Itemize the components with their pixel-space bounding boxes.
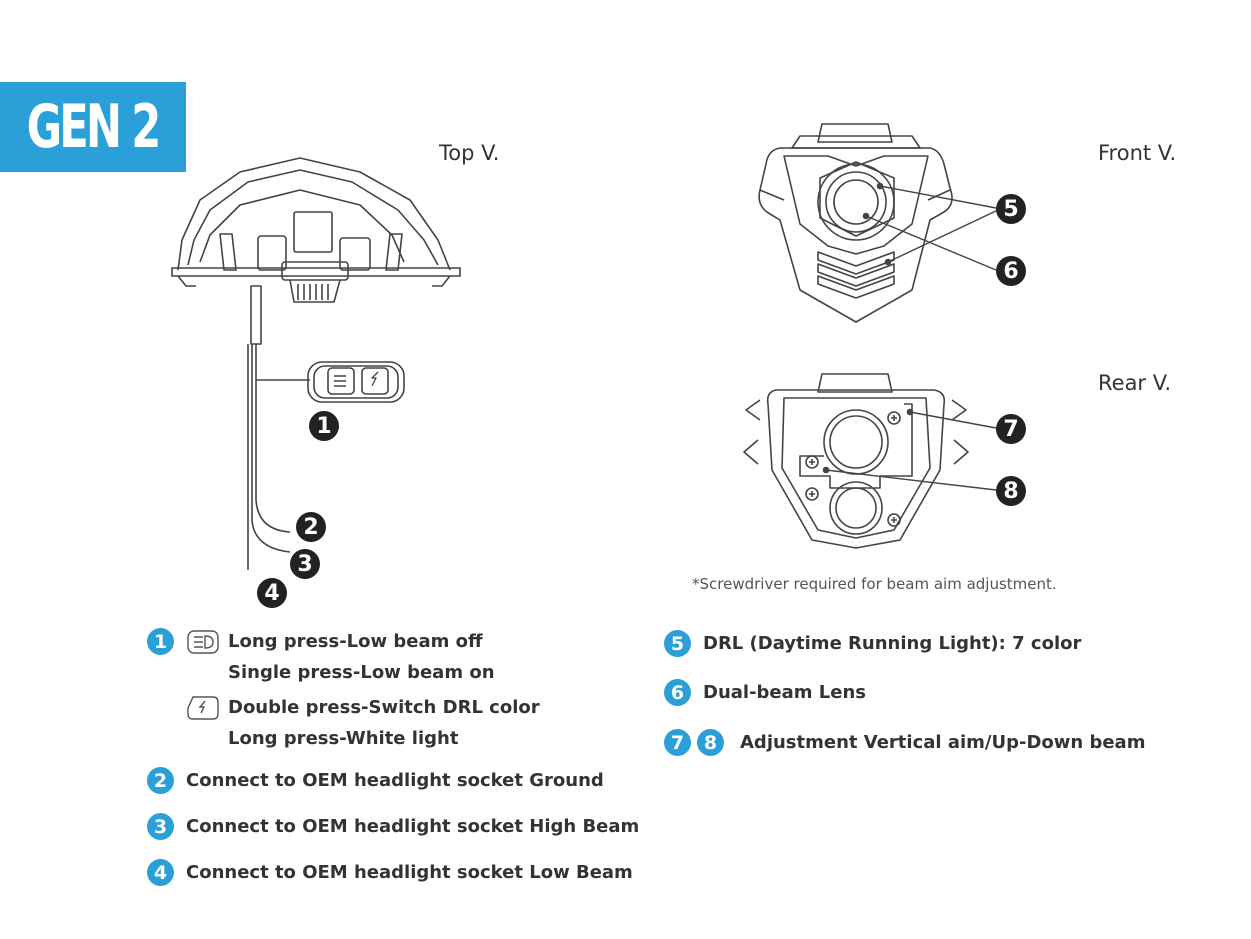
callout-1: 1 (309, 411, 339, 441)
front-view-headlight (758, 123, 953, 323)
rear-view-label: Rear V. (1098, 371, 1172, 395)
legend-item-1: 1 (147, 628, 174, 655)
legend-num-1: 1 (147, 628, 174, 655)
legend-num-2: 2 (147, 767, 174, 794)
legend-item-4: 4 Connect to OEM headlight socket Low Be… (147, 859, 633, 886)
gen-badge: GEN 2 (0, 82, 186, 172)
legend-text-3: Connect to OEM headlight socket High Bea… (186, 816, 640, 837)
callout-3: 3 (290, 549, 320, 579)
legend-text-6: Dual-beam Lens (703, 682, 867, 703)
legend-num-5: 5 (664, 630, 691, 657)
legend-text-7-8: Adjustment Vertical aim/Up-Down beam (740, 732, 1146, 753)
legend-num-3: 3 (147, 813, 174, 840)
legend-item-3: 3 Connect to OEM headlight socket High B… (147, 813, 639, 840)
top-view-label: Top V. (439, 141, 500, 165)
handlebar-switch (307, 361, 405, 403)
drl-line-1: Double press-Switch DRL color (228, 697, 540, 718)
screwdriver-note: *Screwdriver required for beam aim adjus… (692, 575, 1057, 593)
rear-view-headlight (743, 373, 969, 549)
legend-num-7: 7 (664, 729, 691, 756)
wiring-harness (247, 285, 310, 570)
front-view-label: Front V. (1098, 141, 1177, 165)
callout-8: 8 (996, 476, 1026, 506)
legend-item-2: 2 Connect to OEM headlight socket Ground (147, 767, 604, 794)
callout-2: 2 (296, 512, 326, 542)
callout-5: 5 (996, 194, 1026, 224)
low-beam-line-2: Single press-Low beam on (228, 662, 495, 683)
callout-6: 6 (996, 256, 1026, 286)
legend-text-4: Connect to OEM headlight socket Low Beam (186, 862, 633, 883)
top-view-headlight (171, 157, 461, 303)
callout-4: 4 (257, 578, 287, 608)
low-beam-line-1: Long press-Low beam off (228, 631, 483, 652)
low-beam-icon (187, 630, 219, 654)
legend-text-2: Connect to OEM headlight socket Ground (186, 770, 604, 791)
legend-item-6: 6 Dual-beam Lens (664, 679, 866, 706)
legend-num-6: 6 (664, 679, 691, 706)
legend-num-8: 8 (697, 729, 724, 756)
drl-icon (187, 696, 219, 720)
legend-item-5: 5 DRL (Daytime Running Light): 7 color (664, 630, 1081, 657)
callout-7: 7 (996, 414, 1026, 444)
legend-text-5: DRL (Daytime Running Light): 7 color (703, 633, 1082, 654)
legend-item-7-8: 7 8 Adjustment Vertical aim/Up-Down beam (664, 729, 1145, 756)
legend-num-4: 4 (147, 859, 174, 886)
drl-line-2: Long press-White light (228, 728, 459, 749)
